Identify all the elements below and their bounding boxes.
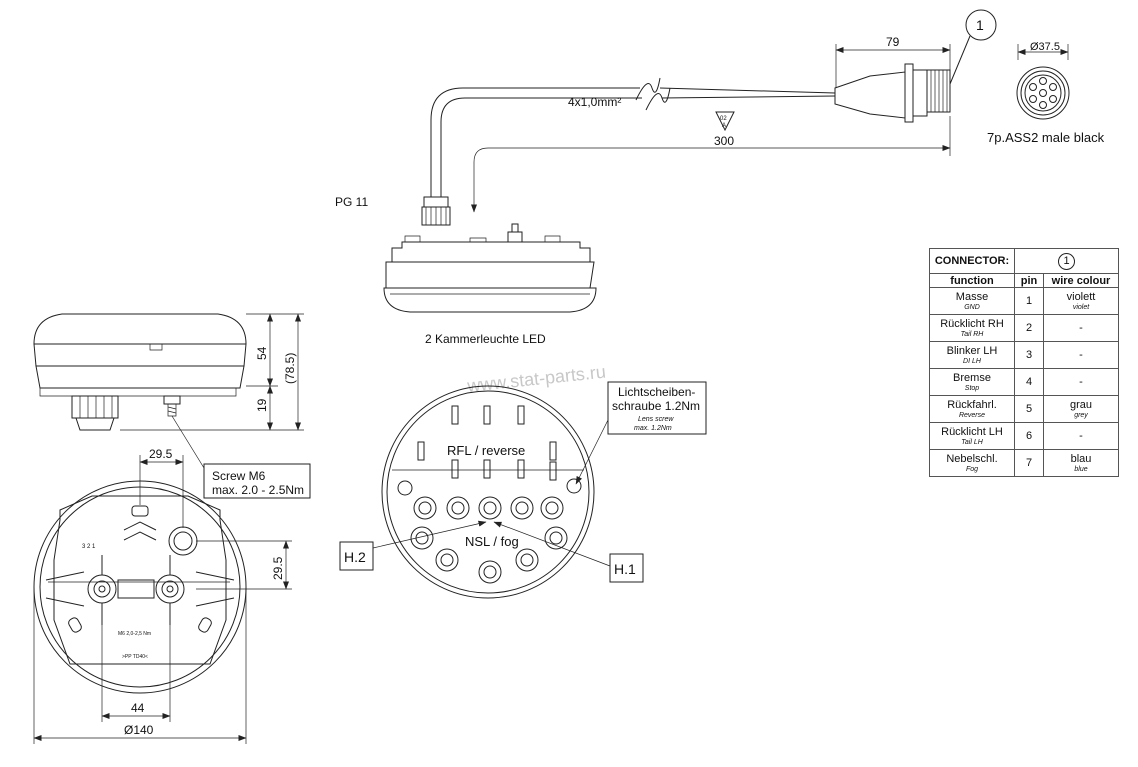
- marking-321: 3 2 1: [82, 544, 96, 550]
- lamp-side-view-left: [33, 313, 247, 431]
- lens-note-line3: Lens screw: [638, 416, 674, 423]
- row-pin: 2: [1014, 314, 1044, 342]
- screw-note-line1: Screw M6: [212, 469, 266, 483]
- connector-diameter: Ø37.5: [1030, 41, 1060, 53]
- lens-note-line2: schraube 1.2Nm: [612, 399, 700, 413]
- callout-circle: [965, 9, 997, 41]
- table-title-symbol: 1: [1058, 252, 1075, 270]
- row-function: Masse: [955, 290, 989, 303]
- lamp-front-view: RFL / reverse NSL / fog: [381, 385, 595, 599]
- row-pin: 6: [1014, 422, 1044, 450]
- row-function-sub: DI LH: [963, 357, 981, 365]
- row-function: Rücklicht LH: [941, 425, 1003, 438]
- screw-note-box: [203, 463, 311, 499]
- connector-table: CONNECTOR: 1 function pin wire colour Ma…: [929, 248, 1119, 477]
- header-wire-colour: wire colour: [1043, 273, 1119, 288]
- dim-diameter-140: Ø140: [124, 723, 154, 737]
- marking-m6: M6 2,0-2,5 Nm: [118, 631, 151, 637]
- connector-label: 7p.ASS2 male black: [987, 130, 1105, 145]
- dim-54: 54: [255, 346, 269, 360]
- row-function-sub: Fog: [965, 465, 979, 473]
- lamp-name: 2 Kammerleuchte LED: [425, 332, 546, 346]
- header-pin: pin: [1014, 273, 1044, 288]
- wire-spec: 4x1,0mm²: [568, 95, 621, 109]
- row-function-sub: Tail LH: [961, 438, 983, 446]
- lens-note-line1: Lichtscheiben-: [618, 385, 695, 399]
- row-pin: 1: [1014, 287, 1044, 315]
- lamp-side-view-center: 2 Kammerleuchte LED: [383, 223, 597, 346]
- row-function: Nebelschl.: [946, 452, 998, 465]
- row-colour: -: [1079, 322, 1083, 334]
- header-function: function: [929, 273, 1015, 288]
- lens-note-line4: max. 1.2Nm: [634, 425, 672, 432]
- triangle-symbol: [715, 111, 735, 132]
- lens-screw-note-box: [607, 381, 707, 435]
- h2-label: H.2: [344, 549, 366, 565]
- dim-44: 44: [131, 701, 145, 715]
- h2-box: [339, 541, 374, 571]
- callout-number: 1: [976, 17, 984, 33]
- row-function: Rückfahrl.: [947, 398, 997, 411]
- gland-label: PG 11: [335, 195, 368, 209]
- row-function-sub: Stop: [964, 384, 980, 392]
- table-title: CONNECTOR:: [929, 248, 1015, 274]
- marking-ppt: >PP TD40<: [122, 654, 148, 660]
- row-colour: blau: [1070, 452, 1092, 465]
- dim-19: 19: [255, 398, 269, 412]
- lamp-bottom-view: 3 2 1 M6 2,0-2,5 Nm >PP TD40<: [33, 480, 247, 694]
- cable-assembly: [421, 63, 951, 226]
- nsl-label: NSL / fog: [465, 534, 519, 549]
- row-colour-sub: violet: [1072, 303, 1090, 311]
- h1-label: H.1: [614, 561, 636, 577]
- row-pin: 7: [1014, 449, 1044, 477]
- triangle-code: 02: [720, 116, 727, 122]
- row-function-sub: Tail RH: [960, 330, 984, 338]
- row-colour-sub: blue: [1074, 465, 1088, 473]
- triangle-letter: A: [722, 123, 726, 129]
- row-pin: 4: [1014, 368, 1044, 396]
- table-title-symbol-cell: 1: [1014, 248, 1119, 274]
- row-function-sub: Reverse: [958, 411, 986, 419]
- row-colour: grau: [1069, 398, 1093, 411]
- row-colour: -: [1079, 349, 1083, 361]
- row-colour: violett: [1066, 290, 1096, 303]
- row-pin: 5: [1014, 395, 1044, 423]
- row-function: Bremse: [953, 371, 991, 384]
- screw-note-line2: max. 2.0 - 2.5Nm: [212, 483, 304, 497]
- rfl-label: RFL / reverse: [447, 443, 525, 458]
- dim-79: 79: [886, 35, 900, 49]
- connector-end-view: Ø37.5 7p.ASS2 male black: [987, 41, 1105, 145]
- row-function-sub: GND: [964, 303, 980, 311]
- h1-box: [609, 553, 644, 583]
- row-function: Rücklicht RH: [940, 317, 1004, 330]
- row-colour: -: [1079, 376, 1083, 388]
- row-colour-sub: grey: [1074, 411, 1088, 419]
- row-function: Blinker LH: [946, 344, 998, 357]
- row-colour: -: [1079, 430, 1083, 442]
- row-pin: 3: [1014, 341, 1044, 369]
- dim-29-5-side: 29.5: [271, 556, 285, 580]
- dim-300: 300: [714, 134, 734, 148]
- dim-78-5: (78.5): [283, 353, 297, 384]
- dim-29-5-top: 29.5: [149, 447, 173, 461]
